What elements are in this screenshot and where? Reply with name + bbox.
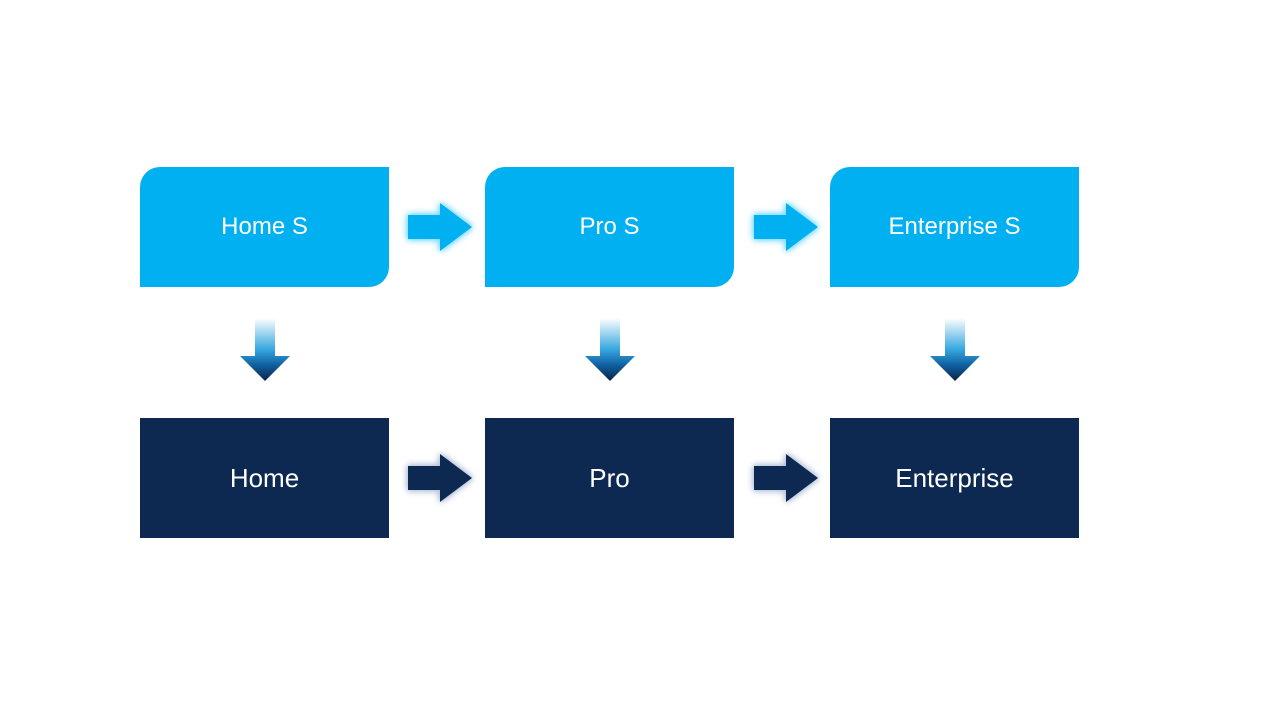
arrow-right-home-s-to-pro-s[interactable] <box>408 203 472 251</box>
node-home-label: Home <box>229 462 300 493</box>
arrow-down-icon <box>930 318 980 381</box>
node-pro-s[interactable]: Pro S <box>485 167 734 287</box>
arrow-right-icon <box>754 454 818 502</box>
node-home[interactable]: Home <box>140 418 389 538</box>
arrow-down-pro-s-to-pro[interactable] <box>585 318 635 381</box>
node-enterprise-s[interactable]: Enterprise S <box>830 167 1079 287</box>
arrow-down-icon <box>240 318 290 381</box>
node-home-s[interactable]: Home S <box>140 167 389 287</box>
node-home-s-label: Home S <box>221 213 308 240</box>
arrow-right-icon <box>408 454 472 502</box>
node-pro-label: Pro <box>589 462 630 493</box>
arrow-down-enterprise-s-to-enterprise[interactable] <box>930 318 980 381</box>
node-enterprise[interactable]: Enterprise <box>830 418 1079 538</box>
arrow-right-pro-s-to-enterprise-s[interactable] <box>754 203 818 251</box>
arrow-right-pro-to-enterprise[interactable] <box>754 454 818 502</box>
node-enterprise-label: Enterprise <box>895 462 1014 493</box>
arrow-right-home-to-pro[interactable] <box>408 454 472 502</box>
arrow-right-icon <box>408 203 472 251</box>
node-pro[interactable]: Pro <box>485 418 734 538</box>
arrow-down-icon <box>585 318 635 381</box>
arrow-right-icon <box>754 203 818 251</box>
arrow-down-home-s-to-home[interactable] <box>240 318 290 381</box>
node-enterprise-s-label: Enterprise S <box>888 213 1021 240</box>
node-pro-s-label: Pro S <box>579 213 640 240</box>
